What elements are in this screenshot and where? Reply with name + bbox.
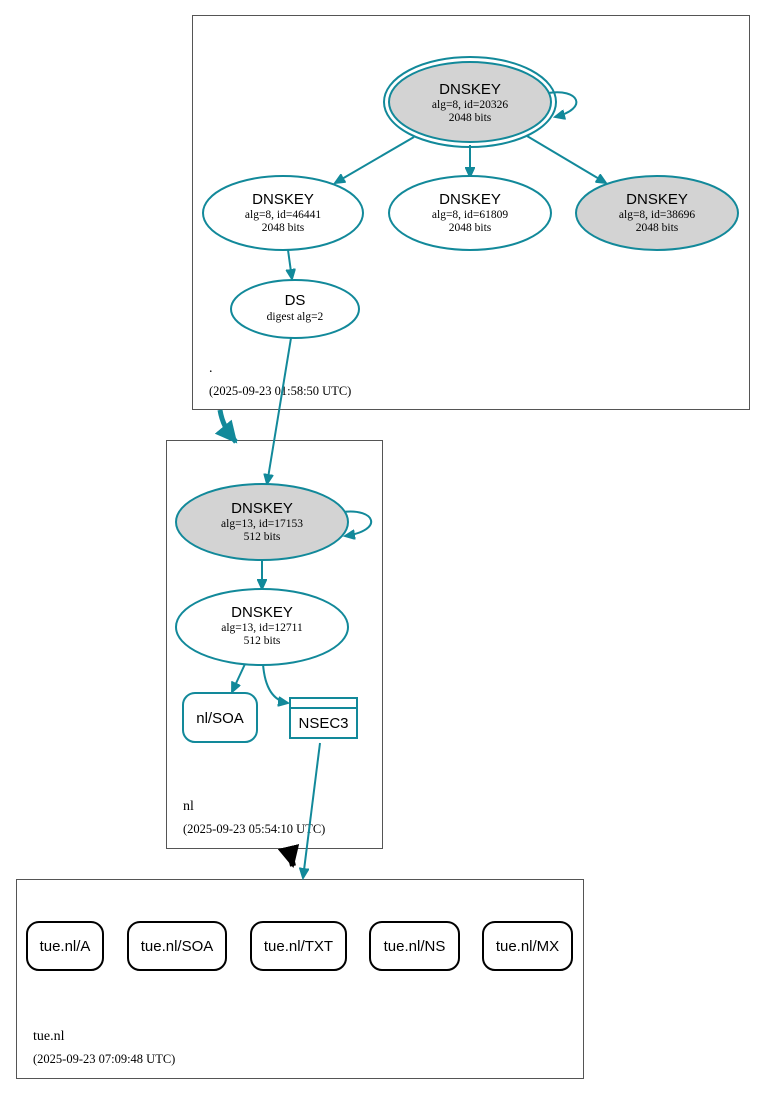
node-nl-zsk: DNSKEY alg=13, id=12711 512 bits: [175, 588, 349, 666]
root-key3-size: 2048 bits: [636, 222, 679, 234]
node-tue-txt: tue.nl/TXT: [250, 921, 347, 971]
tue-record-ns: tue.nl/NS: [384, 938, 446, 955]
delegation-nl-to-tue: [277, 844, 300, 868]
node-root-ksk: DNSKEY alg=8, id=20326 2048 bits: [383, 56, 557, 148]
nl-nsec3-label: NSEC3: [298, 715, 348, 732]
nl-zsk-title: DNSKEY: [231, 604, 293, 621]
edge-nl-zsk-to-nsec3: [262, 663, 288, 703]
zone-root-timestamp: (2025-09-23 01:58:50 UTC): [209, 384, 351, 398]
node-tue-a: tue.nl/A: [26, 921, 104, 971]
edge-root-ksk-to-46441: [335, 136, 415, 183]
edge-root-ksk-to-38696: [526, 135, 606, 183]
zone-tue-border: [16, 879, 584, 1079]
nl-ksk-detail: alg=13, id=17153: [221, 518, 303, 530]
root-key2-detail: alg=8, id=61809: [432, 209, 508, 221]
root-zsk-title: DNSKEY: [252, 191, 314, 208]
node-nl-soa: nl/SOA: [182, 692, 258, 743]
root-key2-size: 2048 bits: [449, 222, 492, 234]
edge-nl-ksk-self: [343, 510, 372, 536]
delegation-root-to-nl: [214, 409, 238, 444]
node-tue-ns: tue.nl/NS: [369, 921, 460, 971]
zone-tue-timestamp: (2025-09-23 07:09:48 UTC): [33, 1052, 175, 1066]
zone-root-name: .: [209, 361, 213, 376]
zone-tue-name: tue.nl: [33, 1029, 65, 1044]
tue-record-mx: tue.nl/MX: [496, 938, 559, 955]
node-root-key-38696: DNSKEY alg=8, id=38696 2048 bits: [575, 175, 739, 251]
node-nl-ksk: DNSKEY alg=13, id=17153 512 bits: [175, 483, 349, 561]
nl-ksk-size: 512 bits: [244, 531, 281, 543]
root-ds-detail: digest alg=2: [267, 311, 324, 323]
tue-record-txt: tue.nl/TXT: [264, 938, 333, 955]
nl-soa-label: nl/SOA: [196, 710, 244, 727]
root-zsk-detail: alg=8, id=46441: [245, 209, 321, 221]
root-ksk-size: 2048 bits: [449, 112, 492, 124]
edge-nl-zsk-to-soa: [232, 663, 246, 692]
zone-nl-timestamp: (2025-09-23 05:54:10 UTC): [183, 822, 325, 836]
root-key3-detail: alg=8, id=38696: [619, 209, 695, 221]
edge-root-zsk-to-ds: [288, 249, 292, 279]
node-root-key-61809: DNSKEY alg=8, id=61809 2048 bits: [388, 175, 552, 251]
nl-zsk-size: 512 bits: [244, 635, 281, 647]
node-tue-soa: tue.nl/SOA: [127, 921, 227, 971]
node-tue-mx: tue.nl/MX: [482, 921, 573, 971]
edge-nsec3-to-tue: [303, 742, 321, 878]
root-zsk-size: 2048 bits: [262, 222, 305, 234]
nl-ksk-title: DNSKEY: [231, 500, 293, 517]
root-ksk-detail: alg=8, id=20326: [432, 99, 508, 111]
edge-root-ksk-self: [547, 91, 578, 117]
root-ds-title: DS: [285, 292, 306, 309]
root-key3-title: DNSKEY: [626, 191, 688, 208]
nl-zsk-detail: alg=13, id=12711: [221, 622, 303, 634]
edge-ds-to-nl-ksk: [267, 337, 292, 484]
node-root-ds: DS digest alg=2: [230, 279, 360, 339]
edges: [214, 91, 606, 878]
zone-tue-cluster: tue.nl (2025-09-23 07:09:48 UTC): [16, 879, 584, 1079]
root-key2-title: DNSKEY: [439, 191, 501, 208]
root-ksk-title: DNSKEY: [439, 81, 501, 98]
tue-record-soa: tue.nl/SOA: [141, 938, 214, 955]
zone-nl-name: nl: [183, 799, 194, 814]
tue-record-a: tue.nl/A: [40, 938, 91, 955]
node-nl-nsec3: NSEC3: [289, 697, 358, 739]
node-root-zsk-46441: DNSKEY alg=8, id=46441 2048 bits: [202, 175, 364, 251]
